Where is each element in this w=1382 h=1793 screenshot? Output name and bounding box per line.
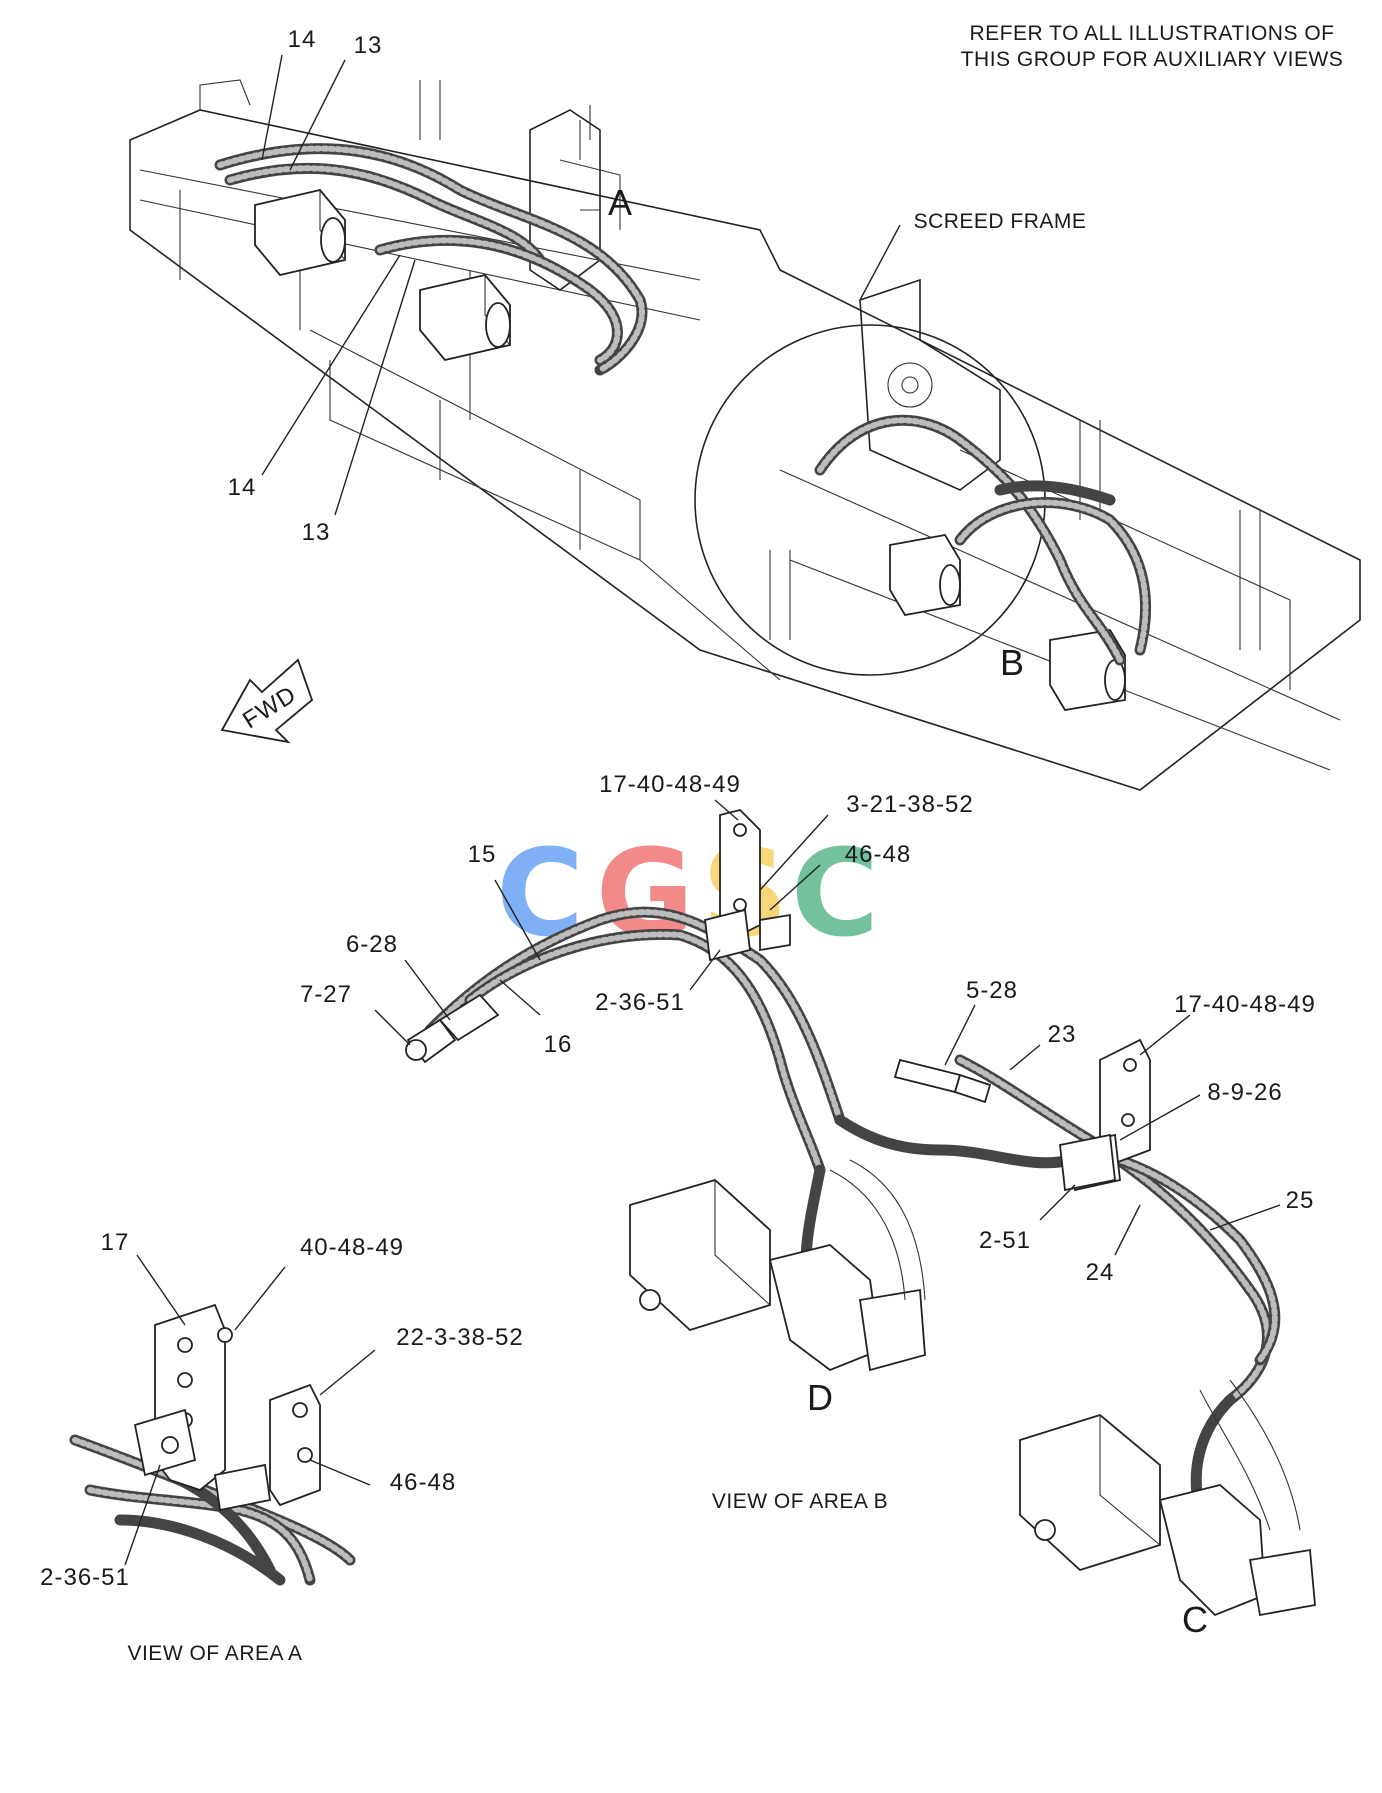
callout-7-27: 7-27	[300, 981, 352, 1008]
view-area-b-title: VIEW OF AREA B	[712, 1490, 888, 1513]
view-area-a-title: VIEW OF AREA A	[127, 1642, 302, 1665]
callout-13-top: 13	[354, 32, 383, 59]
callout-46-48-area-a: 46-48	[390, 1469, 456, 1496]
reference-note-line-1: REFER TO ALL ILLUSTRATIONS OF	[970, 22, 1335, 45]
watermark-letter-c2: C	[791, 825, 879, 964]
top-hoses	[214, 143, 1152, 666]
callout-17-40-48-49-upper: 17-40-48-49	[599, 771, 741, 798]
fitting-6-28	[405, 993, 500, 1064]
callout-17: 17	[101, 1229, 130, 1256]
fitting-5-28	[893, 1058, 992, 1104]
reference-note-line-2: THIS GROUP FOR AUXILIARY VIEWS	[961, 48, 1344, 71]
callout-23: 23	[1048, 1021, 1077, 1048]
reference-note: REFER TO ALL ILLUSTRATIONS OF THIS GROUP…	[961, 22, 1344, 71]
area-letter-c: C	[1182, 1599, 1208, 1640]
callout-22-3-38-52: 22-3-38-52	[396, 1324, 523, 1351]
callout-3-21-38-52: 3-21-38-52	[846, 791, 973, 818]
callout-25: 25	[1286, 1187, 1315, 1214]
area-letter-a: A	[608, 182, 632, 223]
callout-13-bottom: 13	[302, 519, 331, 546]
callout-14-top: 14	[288, 26, 317, 53]
top-callouts: 14 13 14 13	[228, 26, 416, 546]
top-motor-1	[254, 188, 346, 277]
area-letter-b: B	[1000, 642, 1024, 683]
callout-2-51: 2-51	[979, 1227, 1031, 1254]
callout-17-40-48-49-right: 17-40-48-49	[1174, 991, 1316, 1018]
callout-16: 16	[544, 1031, 573, 1058]
fwd-arrow: FWD	[220, 658, 314, 744]
callout-2-36-51-area-a: 2-36-51	[40, 1564, 130, 1591]
callout-8-9-26: 8-9-26	[1207, 1079, 1282, 1106]
area-b-callouts: 17-40-48-49 3-21-38-52 46-48 15 6-28 7-2…	[300, 771, 1316, 1286]
cgsc-watermark: C G S C	[496, 825, 879, 964]
callout-6-28: 6-28	[346, 931, 398, 958]
callout-15: 15	[468, 841, 497, 868]
callout-2-36-51-upper: 2-36-51	[595, 989, 685, 1016]
motor-c	[1019, 1379, 1316, 1617]
screed-frame-overview: 14 13 14 13 A B SCREED FRAME	[129, 26, 1361, 791]
top-motor-3	[889, 534, 961, 616]
area-b-leaders	[374, 799, 1281, 1256]
motor-d	[629, 1159, 926, 1372]
area-letter-d: D	[807, 1377, 833, 1418]
callout-14-bottom: 14	[228, 474, 257, 501]
callout-46-48: 46-48	[845, 841, 911, 868]
bracket-upper	[704, 809, 791, 962]
callout-5-28: 5-28	[966, 977, 1018, 1004]
screed-frame-label: SCREED FRAME	[914, 210, 1087, 233]
top-motor-2	[419, 273, 511, 362]
callout-40-48-49: 40-48-49	[300, 1234, 404, 1261]
view-area-b: 17-40-48-49 3-21-38-52 46-48 15 6-28 7-2…	[300, 771, 1316, 1640]
callout-24: 24	[1086, 1259, 1115, 1286]
view-area-a: 17 40-48-49 22-3-38-52 46-48 2-36-51 VIE…	[40, 1229, 523, 1665]
